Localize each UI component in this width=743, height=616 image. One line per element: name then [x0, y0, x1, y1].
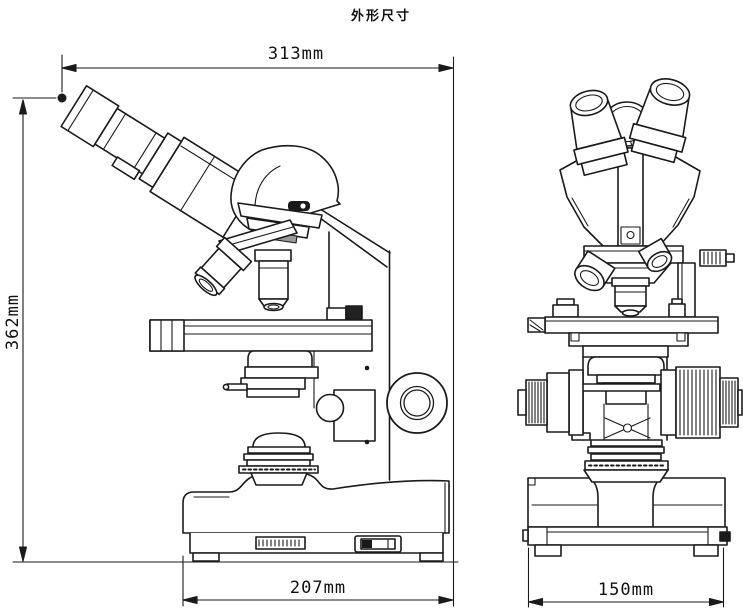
base-nub-left [523, 530, 528, 541]
foot-right [420, 553, 443, 561]
stage-clip-left [528, 318, 545, 332]
foot-left [193, 553, 219, 561]
front-focus-knob-right [661, 367, 742, 438]
reference-dot [57, 93, 67, 103]
dim-label-overall-width: 313mm [267, 44, 325, 64]
side-view [57, 79, 449, 561]
page-title: 外形尺寸 [350, 9, 412, 24]
label-plate [256, 537, 305, 549]
focus-knob-side [387, 373, 447, 433]
base [183, 433, 449, 561]
arm [317, 207, 390, 480]
dim-base-width [529, 548, 724, 607]
screw-dot-upper [364, 365, 370, 371]
thumbscrew [700, 250, 734, 266]
screw-dot-lower [364, 439, 370, 445]
front-foot-left [535, 545, 561, 556]
eyepiece-left [561, 85, 631, 176]
head-lock-screw [288, 201, 310, 211]
dim-label-base-width: 150mm [597, 580, 655, 600]
front-objective-left [570, 251, 615, 296]
eyepiece-right [627, 73, 700, 164]
base-nub-right [720, 532, 730, 541]
front-foot-right [694, 545, 718, 556]
objective-vertical [255, 250, 291, 311]
dim-label-base-depth: 207mm [289, 578, 347, 598]
power-switch [355, 536, 401, 552]
stage-knob-right [669, 299, 685, 317]
stage-knob-left [553, 299, 578, 317]
front-objective-right [639, 239, 675, 276]
objective-tilted [189, 237, 251, 300]
front-focus-knob-left [518, 370, 583, 435]
dim-overall-width [62, 55, 454, 606]
front-illuminator [572, 433, 668, 482]
dim-overall-height [13, 93, 67, 562]
dim-label-overall-height: 362mm [3, 293, 23, 351]
front-objective-center [612, 278, 649, 316]
front-base [523, 433, 730, 556]
front-view [518, 73, 742, 556]
stage [150, 306, 372, 351]
condenser [223, 351, 375, 441]
dimension-lines [13, 55, 724, 607]
diaphragm-knob [317, 395, 344, 422]
eyepiece-tube [57, 79, 257, 237]
front-stage [528, 299, 718, 346]
dim-base-depth [183, 556, 453, 606]
illuminator [239, 433, 318, 485]
condenser-lever [227, 384, 247, 390]
